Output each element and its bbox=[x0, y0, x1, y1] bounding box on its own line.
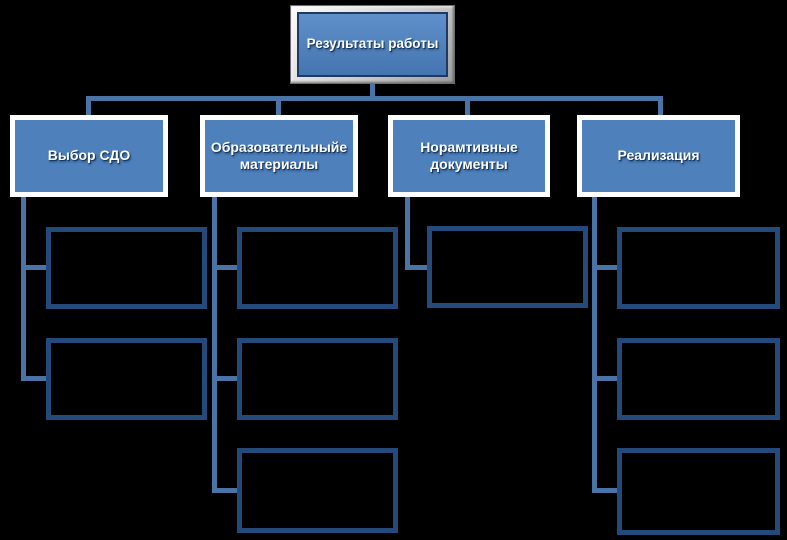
connector-col3-vertical bbox=[405, 197, 410, 270]
branch-node-label: Образовательныйе материалы bbox=[210, 138, 348, 173]
connector-col4-stub-3 bbox=[592, 488, 617, 493]
root-node-label: Результаты работы bbox=[306, 36, 439, 52]
connector-col1-vertical bbox=[21, 197, 26, 381]
connector-col2-stub-2 bbox=[212, 376, 237, 381]
connector-col2-stub-1 bbox=[212, 265, 237, 270]
empty-node-col1-1 bbox=[46, 227, 207, 309]
connector-root-stem bbox=[370, 84, 375, 98]
branch-node-obrazovatelnye-materialy: Образовательныйе материалы bbox=[200, 115, 358, 197]
branch-node-label: Выбор СДО bbox=[47, 147, 131, 164]
connector-top-horizontal bbox=[86, 96, 663, 101]
empty-node-col4-3 bbox=[617, 448, 780, 535]
empty-node-col2-1 bbox=[237, 227, 398, 309]
connector-col2-vertical bbox=[212, 197, 217, 493]
empty-node-col2-2 bbox=[237, 338, 398, 420]
root-node-frame: Результаты работы bbox=[290, 5, 455, 84]
branch-node-vybor-sdo: Выбор СДО bbox=[10, 115, 168, 197]
connector-col2-stub-3 bbox=[212, 488, 237, 493]
empty-node-col2-3 bbox=[237, 448, 398, 533]
connector-col4-vertical bbox=[592, 197, 597, 493]
empty-node-col3-1 bbox=[427, 226, 588, 308]
empty-node-col1-2 bbox=[46, 338, 207, 420]
empty-node-col4-2 bbox=[617, 338, 780, 420]
connector-drop-branch-2 bbox=[276, 96, 281, 117]
branch-node-label: Норамтивные документы bbox=[420, 138, 518, 173]
branch-node-realizaciya: Реализация bbox=[577, 115, 740, 197]
connector-drop-branch-3 bbox=[465, 96, 470, 117]
connector-drop-branch-1 bbox=[86, 96, 91, 117]
connector-col1-stub-2 bbox=[21, 376, 46, 381]
empty-node-col4-1 bbox=[617, 227, 780, 309]
connector-drop-branch-4 bbox=[658, 96, 663, 117]
root-node: Результаты работы bbox=[297, 12, 448, 77]
connector-col1-stub-1 bbox=[21, 265, 46, 270]
connector-col3-stub-1 bbox=[405, 265, 427, 270]
connector-col4-stub-1 bbox=[592, 265, 617, 270]
branch-node-normativnye-dokumenty: Норамтивные документы bbox=[388, 115, 550, 197]
connector-col4-stub-2 bbox=[592, 376, 617, 381]
branch-node-label: Реализация bbox=[617, 147, 700, 164]
